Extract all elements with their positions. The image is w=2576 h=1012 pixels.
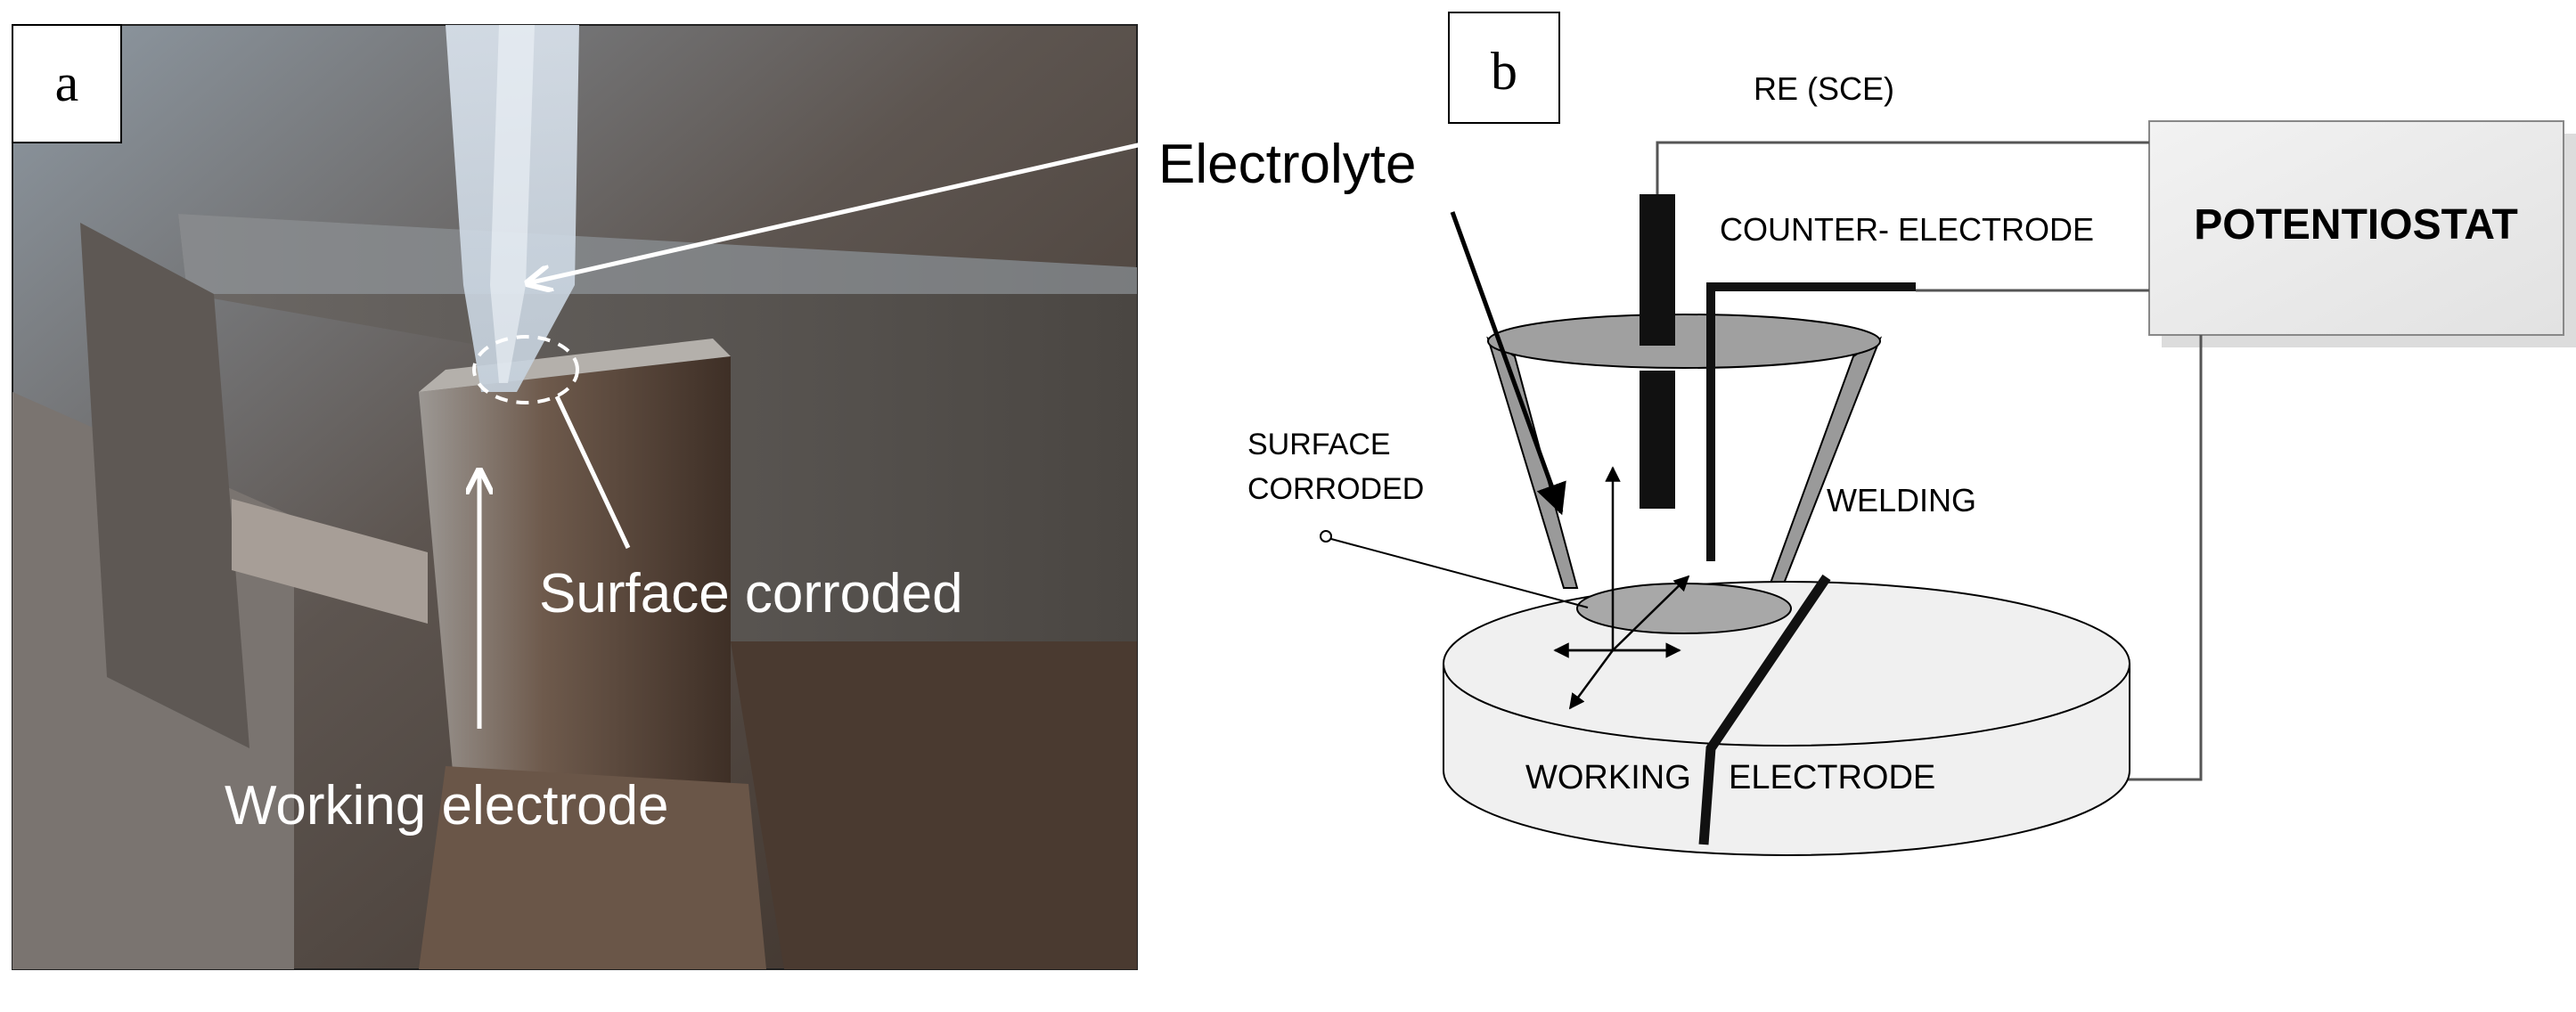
lower-shadow bbox=[731, 641, 1137, 969]
electrolyte-pointer bbox=[1450, 211, 1566, 516]
counter-electrode bbox=[1706, 282, 1916, 561]
vise-left-plate bbox=[80, 223, 249, 748]
panel-a-label-box bbox=[12, 24, 122, 143]
potentiostat-box bbox=[2148, 120, 2564, 336]
surface-corroded-label: Surface corroded bbox=[539, 563, 963, 624]
diag-down-arrow bbox=[1568, 649, 1615, 710]
panel-a-label: a bbox=[55, 53, 79, 112]
weld-seam bbox=[1698, 574, 1831, 845]
corroded-area bbox=[1576, 583, 1792, 634]
re-wire bbox=[1656, 141, 2149, 196]
surface-pointer-dot bbox=[1320, 530, 1332, 543]
potentiostat-label: POTENTIOSTAT bbox=[2194, 201, 2518, 249]
vise-left-edge bbox=[232, 499, 428, 624]
cone-right-wall bbox=[1767, 336, 1883, 589]
welding-label: WELDING bbox=[1827, 482, 1976, 518]
surface-corroded-label-2: CORRODED bbox=[1247, 472, 1424, 506]
re-label: RE (SCE) bbox=[1754, 70, 1894, 107]
corroded-area-marker bbox=[472, 335, 579, 404]
surface-corroded-pointer bbox=[554, 395, 631, 550]
panel-b: b POTENTIOSTAT RE (SCE) COUNTER- ELECTRO… bbox=[1247, 12, 2576, 856]
panel-a: a Electrolyte Surface corroded Working e… bbox=[12, 24, 1416, 970]
reference-electrode-upper bbox=[1640, 194, 1675, 346]
electrode-label: ELECTRODE bbox=[1729, 759, 1935, 796]
electrolyte-arrow bbox=[527, 140, 1150, 283]
working-label: WORKING bbox=[1525, 759, 1691, 796]
specimen-body bbox=[419, 356, 731, 891]
vise-back-block bbox=[178, 214, 1137, 641]
specimen-base bbox=[419, 766, 766, 969]
panel-b-label: b bbox=[1491, 42, 1517, 101]
surface-pointer-line bbox=[1330, 538, 1589, 608]
working-electrode-label: Working electrode bbox=[225, 775, 669, 837]
counter-electrode-label: COUNTER- ELECTRODE bbox=[1720, 211, 2094, 248]
reference-electrode-lower bbox=[1640, 371, 1675, 509]
surface-corroded-label-1: SURFACE bbox=[1247, 428, 1391, 461]
diag-up-arrow bbox=[1612, 575, 1690, 651]
panel-b-label-box bbox=[1448, 12, 1560, 124]
electrolyte-label: Electrolyte bbox=[1158, 134, 1416, 195]
cone-top bbox=[1487, 314, 1881, 369]
